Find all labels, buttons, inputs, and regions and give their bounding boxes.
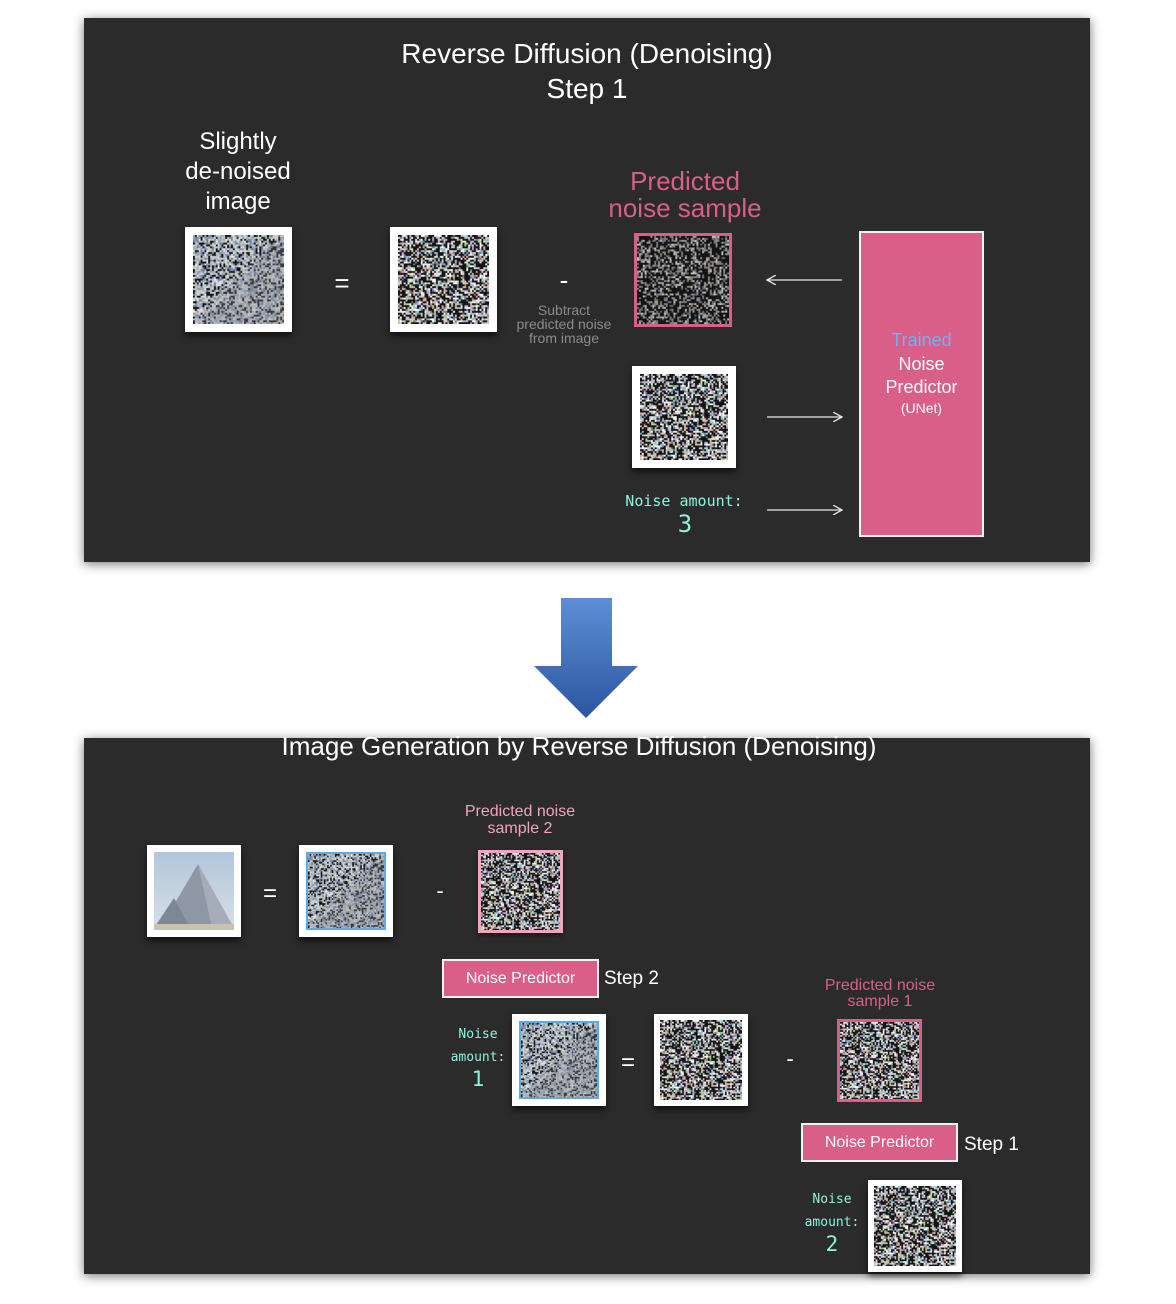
pred2-label-line2: sample 2 — [487, 820, 553, 837]
noise-label-step1-line1: Noise — [812, 1192, 852, 1207]
noise-predictor-step2: Noise Predictor — [442, 959, 599, 998]
noise-label-step2-line2: amount: — [450, 1050, 506, 1065]
result-label-line1: Slightly — [199, 128, 277, 155]
input-noisy-image — [632, 366, 736, 468]
noise-predictor-unet — [859, 231, 984, 537]
pred2-label-line1: Predicted noise — [464, 803, 576, 820]
top-title-line2: Step 1 — [546, 73, 628, 104]
bottom-minus-1: - — [436, 878, 444, 903]
subtract-caption-line1: Subtract — [537, 302, 591, 318]
predicted-label-line2: noise sample — [608, 193, 762, 223]
bottom-title: Image Generation by Reverse Diffusion (D… — [281, 731, 877, 761]
top-minus-sign: - — [559, 265, 569, 295]
step1-input-image — [654, 1014, 748, 1106]
subtract-caption-line2: predicted noise — [516, 316, 612, 332]
predicted-noise-sample-2 — [478, 850, 563, 933]
predicted-noise-1-texture — [840, 1022, 919, 1099]
step2-input-image — [299, 845, 393, 937]
bottom-minus-2: - — [786, 1046, 794, 1071]
noise-predictor-step1: Noise Predictor — [801, 1123, 958, 1162]
step1-label: Step 1 — [964, 1134, 1019, 1155]
predicted-noise-sample — [634, 233, 732, 327]
predicted-noise-texture — [637, 236, 729, 324]
bottom-equals-1: = — [262, 880, 277, 907]
pyramid-illustration — [154, 864, 234, 930]
step2-noisy-image — [512, 1014, 606, 1106]
predictor-label-line2: Predictor — [885, 377, 958, 397]
noise-value-step1: 2 — [825, 1232, 839, 1256]
step2-label: Step 2 — [604, 968, 659, 989]
pure-noise-image — [868, 1180, 962, 1272]
noise-amount-label: Noise amount: — [625, 492, 743, 510]
bottom-equals-2: = — [620, 1049, 635, 1076]
predictor-label-line3: (UNet) — [900, 400, 943, 416]
result-label-line3: image — [205, 188, 271, 215]
denoised-image — [185, 227, 292, 332]
top-title-line1: Reverse Diffusion (Denoising) — [401, 38, 773, 69]
predictor-label-line1: Noise — [898, 354, 945, 374]
noise-amount-value: 3 — [677, 510, 693, 538]
predicted-label-line1: Predicted — [630, 166, 740, 196]
noise-label-step1-line2: amount: — [804, 1215, 860, 1230]
generated-image-pyramid — [147, 845, 241, 937]
pred1-label-line1: Predicted noise — [824, 977, 936, 994]
noise-value-step2: 1 — [471, 1067, 485, 1091]
predictor-trained-label: Trained — [891, 330, 952, 350]
pred1-label-line2: sample 1 — [847, 993, 913, 1010]
noise-label-step2-line1: Noise — [458, 1027, 498, 1042]
noisy-image — [390, 227, 497, 332]
top-equals-sign: = — [334, 268, 350, 298]
result-label-line2: de-noised — [185, 158, 291, 185]
predicted-noise-sample-1 — [837, 1019, 922, 1102]
subtract-caption-line3: from image — [528, 330, 600, 346]
